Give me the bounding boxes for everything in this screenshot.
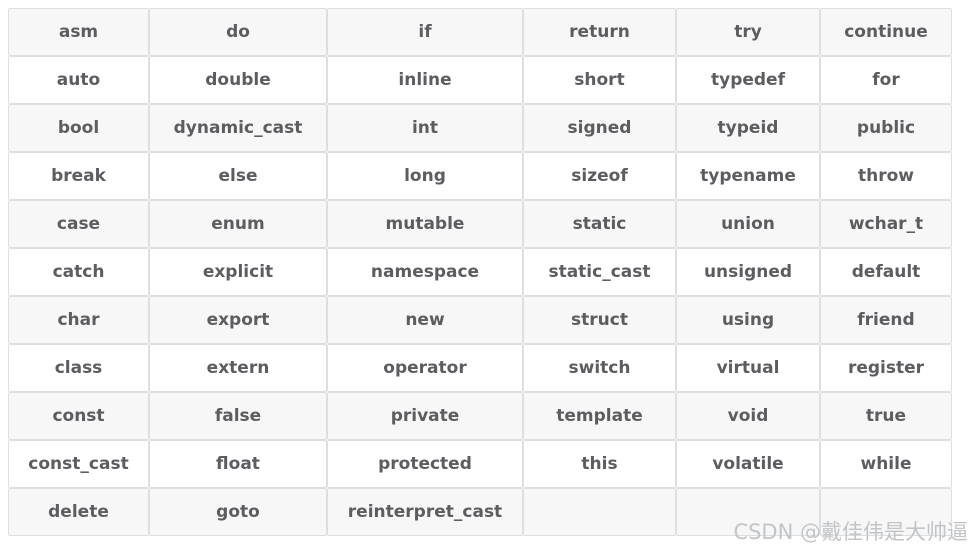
keyword-cell: reinterpret_cast	[327, 488, 523, 536]
keyword-cell: enum	[149, 200, 327, 248]
keyword-cell: default	[820, 248, 952, 296]
keyword-cell: private	[327, 392, 523, 440]
keyword-cell: asm	[8, 8, 149, 56]
keyword-cell	[523, 488, 676, 536]
keyword-cell: float	[149, 440, 327, 488]
keyword-cell: double	[149, 56, 327, 104]
keyword-cell: union	[676, 200, 820, 248]
keyword-cell: virtual	[676, 344, 820, 392]
keyword-cell: bool	[8, 104, 149, 152]
keyword-cell: true	[820, 392, 952, 440]
keyword-cell	[820, 488, 952, 536]
keyword-cell	[676, 488, 820, 536]
keyword-cell: char	[8, 296, 149, 344]
keyword-cell: wchar_t	[820, 200, 952, 248]
keyword-cell: using	[676, 296, 820, 344]
keyword-cell: else	[149, 152, 327, 200]
keyword-cell: unsigned	[676, 248, 820, 296]
keyword-cell: continue	[820, 8, 952, 56]
keyword-cell: while	[820, 440, 952, 488]
keyword-cell: goto	[149, 488, 327, 536]
keyword-cell: if	[327, 8, 523, 56]
keyword-cell: extern	[149, 344, 327, 392]
keyword-cell: auto	[8, 56, 149, 104]
keyword-cell: class	[8, 344, 149, 392]
keyword-cell: export	[149, 296, 327, 344]
keyword-cell: inline	[327, 56, 523, 104]
keyword-cell: break	[8, 152, 149, 200]
keyword-cell: protected	[327, 440, 523, 488]
keyword-cell: typename	[676, 152, 820, 200]
keyword-cell: return	[523, 8, 676, 56]
keyword-cell: try	[676, 8, 820, 56]
keyword-cell: explicit	[149, 248, 327, 296]
keyword-cell: int	[327, 104, 523, 152]
keyword-cell: do	[149, 8, 327, 56]
keyword-cell: case	[8, 200, 149, 248]
keyword-cell: void	[676, 392, 820, 440]
keyword-cell: throw	[820, 152, 952, 200]
keyword-cell: for	[820, 56, 952, 104]
keyword-cell: dynamic_cast	[149, 104, 327, 152]
keyword-cell: new	[327, 296, 523, 344]
keyword-cell: template	[523, 392, 676, 440]
keyword-cell: sizeof	[523, 152, 676, 200]
keyword-cell: typedef	[676, 56, 820, 104]
keyword-cell: public	[820, 104, 952, 152]
keyword-cell: const	[8, 392, 149, 440]
keyword-cell: static_cast	[523, 248, 676, 296]
keyword-cell: register	[820, 344, 952, 392]
keyword-cell: mutable	[327, 200, 523, 248]
keyword-cell: operator	[327, 344, 523, 392]
keyword-cell: signed	[523, 104, 676, 152]
keyword-cell: short	[523, 56, 676, 104]
keyword-cell: this	[523, 440, 676, 488]
keyword-cell: delete	[8, 488, 149, 536]
keyword-cell: static	[523, 200, 676, 248]
keyword-cell: namespace	[327, 248, 523, 296]
keyword-cell: volatile	[676, 440, 820, 488]
keyword-cell: catch	[8, 248, 149, 296]
keyword-cell: long	[327, 152, 523, 200]
keyword-cell: friend	[820, 296, 952, 344]
keyword-cell: struct	[523, 296, 676, 344]
keyword-cell: typeid	[676, 104, 820, 152]
keyword-cell: switch	[523, 344, 676, 392]
keyword-cell: const_cast	[8, 440, 149, 488]
keyword-cell: false	[149, 392, 327, 440]
